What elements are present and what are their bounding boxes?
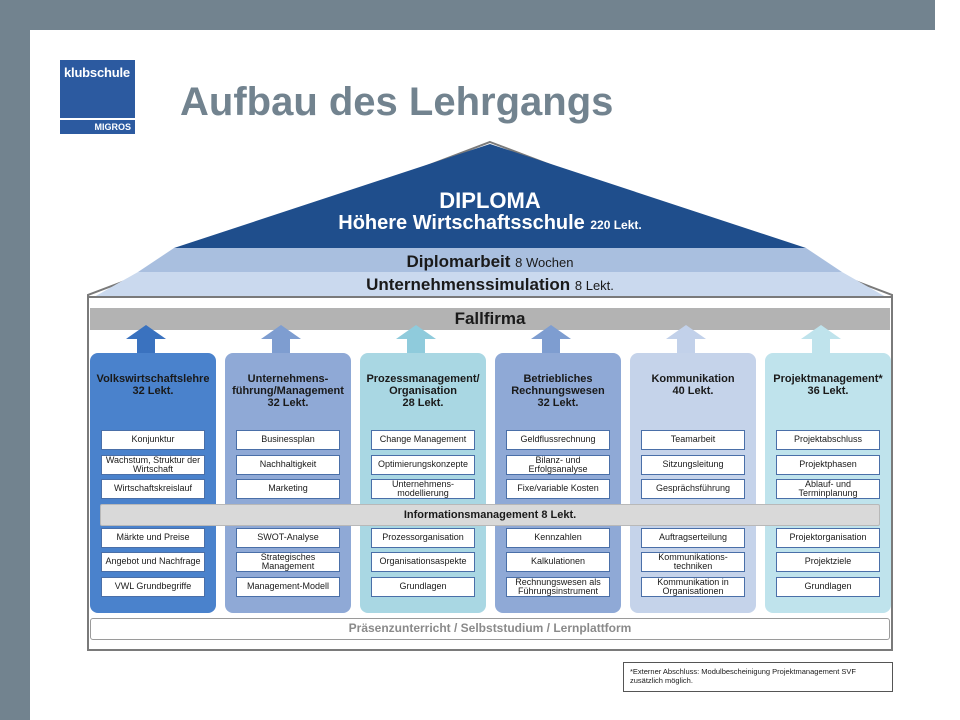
module-box: Grundlagen [776,577,880,597]
informationsmanagement-band: Informationsmanagement 8 Lekt. [100,504,880,526]
module-box: Kennzahlen [506,528,610,548]
simulation-label: Unternehmenssimulation [366,275,571,294]
module-box: Prozessorganisation [371,528,475,548]
module-box: Angebot und Nachfrage [101,552,205,572]
frame-left-bar [0,0,30,720]
module-box: Auftragserteilung [641,528,745,548]
page-title: Aufbau des Lehrgangs [180,80,614,124]
pillar-arrow-up-icon [801,325,841,353]
diplomarbeit-row: Diplomarbeit 8 Wochen [86,252,894,272]
diploma-lessons: 220 Lekt. [590,218,642,232]
roof-diploma [174,144,806,248]
pillar-subject: Volkswirtschaftslehre [96,373,210,385]
diplomarbeit-duration: 8 Wochen [515,255,574,270]
roof-simulation [94,272,886,297]
diploma-school: Höhere Wirtschaftsschule [338,212,585,234]
diploma-subtitle: Höhere Wirtschaftsschule 220 Lekt. [86,212,894,235]
pillar-arrow-up-icon [126,325,166,353]
pillar-arrow-up-icon [261,325,301,353]
module-box: Kalkulationen [506,552,610,572]
module-box: Marketing [236,479,340,499]
roof-diplomarbeit [138,248,842,272]
module-box: Bilanz- und Erfolgsanalyse [506,455,610,475]
module-box: Kommunikations-techniken [641,552,745,572]
pillar-subject: Unternehmens-führung/Management [232,373,344,397]
pillar-lessons: 32 Lekt. [267,397,309,409]
module-box: Businessplan [236,430,340,450]
module-box: Ablauf- und Terminplanung [776,479,880,499]
pillar-6: Projektmanagement*36 Lekt. Projektabschlu… [765,353,891,613]
pillar-lessons: 40 Lekt. [672,385,714,397]
module-box: Projektziele [776,552,880,572]
module-box: Rechnungswesen als Führungsinstrument [506,577,610,597]
module-box: Fixe/variable Kosten [506,479,610,499]
klubschule-logo: klubschule MIGROS [60,60,135,134]
pillar-arrow-up-icon [396,325,436,353]
module-box: Wachstum, Struktur der Wirtschaft [101,455,205,475]
logo-subtext: MIGROS [94,122,131,132]
fallfirma-bar: Fallfirma [90,308,890,330]
module-box: Kommunikation in Organisationen [641,577,745,597]
module-box: Projektorganisation [776,528,880,548]
diplomarbeit-label: Diplomarbeit [406,252,511,271]
pillar-subject: Kommunikation [651,373,735,385]
simulation-row: Unternehmenssimulation 8 Lekt. [86,275,894,295]
simulation-lessons: 8 Lekt. [574,278,614,293]
module-box: Gesprächsführung [641,479,745,499]
module-box: VWL Grundbegriffe [101,577,205,597]
module-box: SWOT-Analyse [236,528,340,548]
module-box: Management-Modell [236,577,340,597]
logo-text: klubschule [64,65,130,80]
module-box: Projektphasen [776,455,880,475]
pillar-subject: Projektmanagement* [773,373,883,385]
pillar-lessons: 36 Lekt. [807,385,849,397]
diploma-label: DIPLOMA [439,188,541,213]
frame-top-bar [0,0,935,30]
pillar-arrow-up-icon [531,325,571,353]
pillar-lessons: 28 Lekt. [402,397,444,409]
module-box: Konjunktur [101,430,205,450]
logo-stripe [60,118,135,120]
pillar-arrow-up-icon [666,325,706,353]
module-box: Optimierungskonzepte [371,455,475,475]
footnote: *Externer Abschluss: Modulbescheinigung … [623,662,893,692]
course-structure-diagram: DIPLOMA Höhere Wirtschaftsschule 220 Lek… [86,140,894,655]
module-box: Strategisches Management [236,552,340,572]
module-box: Teamarbeit [641,430,745,450]
foundation-bar: Präsenzunterricht / Selbststudium / Lern… [90,618,890,640]
pillar-subject: Prozessmanagement/ Organisation [366,373,480,397]
module-box: Märkte und Preise [101,528,205,548]
module-box: Unternehmens-modellierung [371,479,475,499]
module-box: Change Management [371,430,475,450]
module-box: Organisationsaspekte [371,552,475,572]
pillar-lessons: 32 Lekt. [537,397,579,409]
module-box: Geldflussrechnung [506,430,610,450]
module-box: Grundlagen [371,577,475,597]
module-box: Wirtschaftskreislauf [101,479,205,499]
module-box: Projektabschluss [776,430,880,450]
pillar-title: Projektmanagement*36 Lekt. [765,373,891,397]
module-box: Nachhaltigkeit [236,455,340,475]
pillar-lessons: 32 Lekt. [132,385,174,397]
pillar-subject: Betriebliches Rechnungswesen [511,373,605,397]
module-box: Sitzungsleitung [641,455,745,475]
